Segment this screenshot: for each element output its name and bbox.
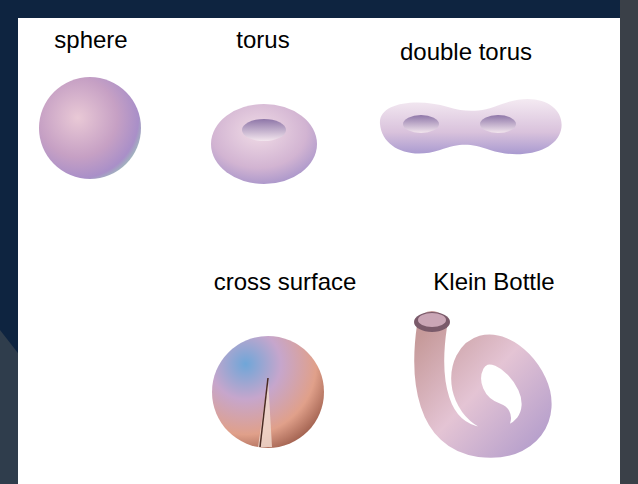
figure-label: double torus	[400, 38, 532, 66]
double-torus-figure	[380, 99, 562, 154]
figure-label: torus	[236, 26, 289, 54]
klein-bottle-figure	[414, 312, 537, 443]
background-strip	[620, 0, 638, 484]
torus-figure	[211, 104, 317, 184]
figure-label: cross surface	[214, 268, 357, 296]
cross-surface-figure	[212, 336, 324, 448]
sphere-figure	[39, 77, 141, 179]
white-panel	[18, 18, 620, 484]
figure-label: Klein Bottle	[433, 268, 554, 296]
figure-label: sphere	[54, 26, 127, 54]
